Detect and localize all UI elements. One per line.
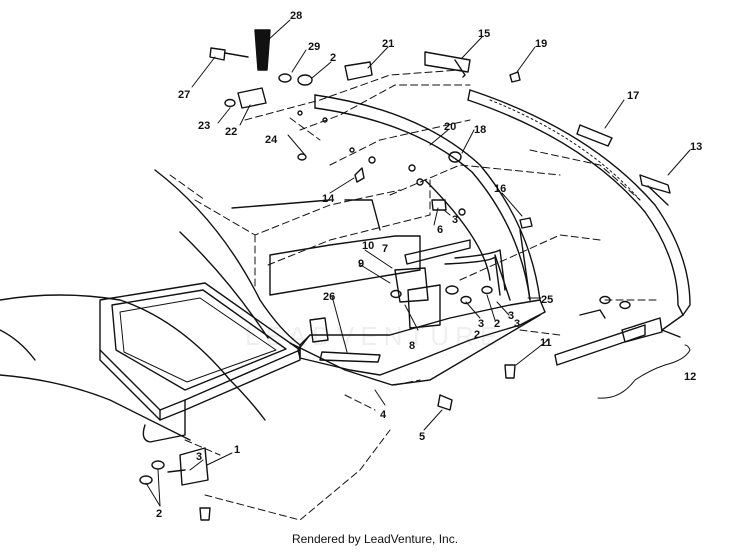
callout-9: 9	[358, 258, 364, 270]
front-bumper	[467, 89, 691, 331]
callout-26: 26	[323, 291, 335, 303]
watermark: LEADVENTURE	[245, 321, 503, 351]
center-panel	[231, 94, 546, 386]
callout-22: 22	[225, 126, 237, 138]
callout-25: 25	[541, 294, 553, 306]
callout-16: 16	[494, 183, 506, 195]
hood-body	[0, 169, 301, 441]
callout-5: 5	[419, 431, 425, 443]
callout-24: 24	[265, 134, 278, 146]
strip-17	[576, 124, 613, 147]
callout-2: 2	[330, 52, 336, 64]
callout-1: 1	[234, 444, 240, 456]
callout-21: 21	[382, 38, 394, 50]
callout-14: 14	[322, 193, 335, 205]
callout-23: 23	[198, 120, 210, 132]
callout-4: 4	[380, 409, 387, 421]
callout-3: 3	[196, 451, 202, 463]
callout-27: 27	[178, 89, 190, 101]
bracket-12b	[621, 317, 663, 343]
callout-3: 3	[452, 214, 458, 226]
callout-labels: 28 29 2 27 23 22 21 15 19 20 18 24 14 17…	[156, 10, 702, 520]
plate-15	[424, 51, 471, 73]
plate-22	[237, 87, 267, 109]
callout-3: 3	[478, 318, 484, 330]
callout-20: 20	[444, 121, 456, 133]
callout-2: 2	[494, 318, 500, 330]
brackets	[167, 51, 671, 486]
callout-18: 18	[474, 124, 486, 136]
callout-3: 3	[508, 310, 514, 322]
bracket-1	[179, 447, 209, 486]
pad-26	[309, 317, 329, 343]
latch-8	[407, 284, 441, 329]
callout-6: 6	[437, 224, 443, 236]
callout-13: 13	[690, 141, 702, 153]
callout-17: 17	[627, 90, 639, 102]
callout-2: 2	[474, 329, 480, 341]
callout-28: 28	[290, 10, 302, 22]
callout-15: 15	[478, 28, 490, 40]
fasteners	[139, 29, 681, 521]
bracket-12a	[554, 324, 646, 366]
callout-3: 3	[514, 318, 520, 330]
callout-12: 12	[684, 371, 696, 383]
footer-credit: Rendered by LeadVenture, Inc.	[291, 532, 459, 546]
callout-8: 8	[409, 340, 415, 352]
callout-2: 2	[156, 508, 162, 520]
callout-11: 11	[540, 337, 552, 349]
front-grille-box	[99, 282, 301, 443]
rod-25	[454, 249, 506, 291]
leader-lines	[145, 19, 691, 507]
callout-7: 7	[382, 243, 388, 255]
bracket-13	[639, 174, 671, 194]
callout-29: 29	[308, 41, 320, 53]
callout-19: 19	[535, 38, 547, 50]
clip-14	[354, 167, 365, 183]
bracket-21	[344, 61, 373, 81]
callout-10: 10	[362, 240, 374, 252]
